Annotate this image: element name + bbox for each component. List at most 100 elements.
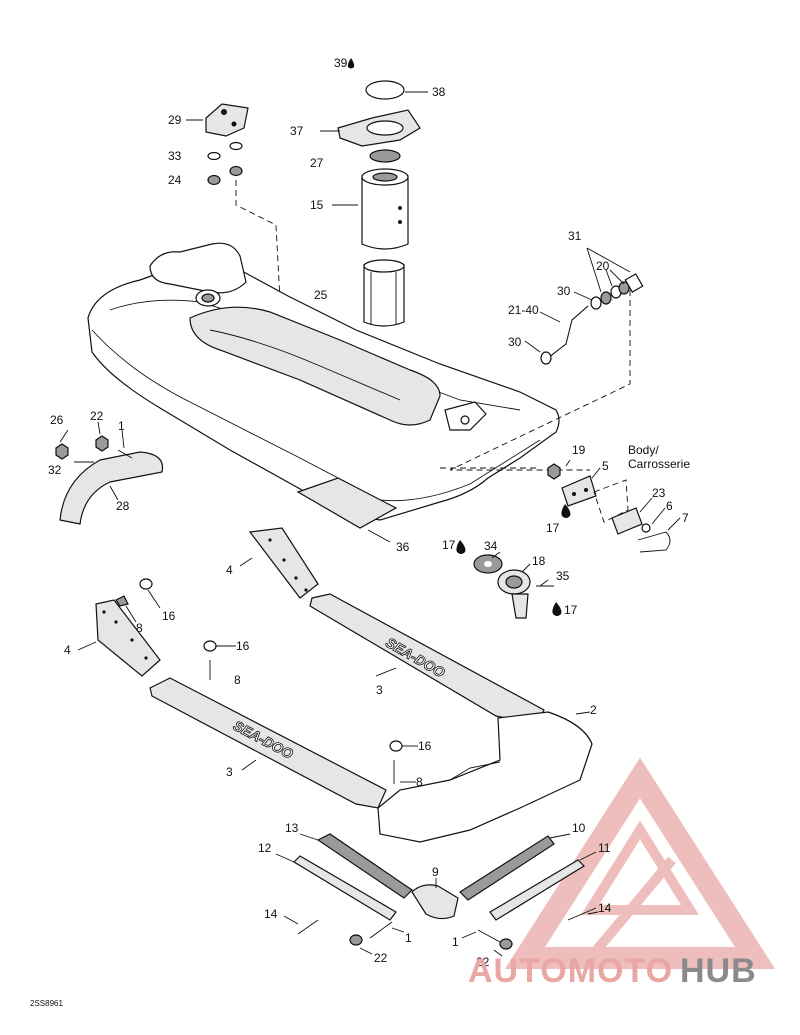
label-2: 2 (590, 703, 597, 717)
label-1-mid: 1 (405, 931, 412, 945)
part-labels: 39 38 37 27 15 25 29 33 24 31 20 30 21-4… (48, 56, 690, 969)
label-24: 24 (168, 173, 182, 187)
part-33-washer (207, 151, 221, 161)
label-15: 15 (310, 198, 324, 212)
fuel-tank-group (320, 80, 428, 327)
label-37: 37 (290, 124, 304, 138)
label-17-low: 17 (564, 603, 578, 617)
part-22-cap (95, 435, 109, 452)
part-36-plate (296, 477, 398, 529)
label-8-a: 8 (136, 621, 143, 635)
watermark-logo (504, 757, 776, 969)
label-10: 10 (572, 821, 586, 835)
part-21-40-hose (547, 305, 589, 359)
label-38: 38 (432, 85, 446, 99)
label-31: 31 (568, 229, 582, 243)
plugs-rivets-group (115, 578, 418, 784)
part-19-nut (547, 463, 561, 480)
label-7: 7 (682, 511, 689, 525)
watermark-text-1: AUTOMOTO (468, 952, 673, 990)
body-note-line1: Body/ (628, 443, 659, 457)
label-36: 36 (396, 540, 410, 554)
label-23: 23 (652, 486, 666, 500)
label-8-c: 8 (416, 775, 423, 789)
part-23-plate (611, 507, 643, 535)
part-16-plug-a (139, 578, 153, 590)
part-30-clamp-b (590, 296, 602, 310)
drain-plug-group (456, 540, 562, 619)
label-28: 28 (116, 499, 130, 513)
label-13: 13 (285, 821, 299, 835)
part-16-plug-c (389, 740, 403, 752)
part-1-screw-a (369, 921, 393, 939)
label-6: 6 (666, 499, 673, 513)
label-33: 33 (168, 149, 182, 163)
part-25-sleeve (363, 264, 405, 327)
part-14-rivet-b (567, 907, 597, 921)
part-8-rivet-a (115, 595, 129, 607)
label-34: 34 (484, 539, 498, 553)
part-14-rivet-a (297, 919, 319, 935)
bracket-29-group (186, 103, 281, 301)
label-4-lower: 4 (64, 643, 71, 657)
part-26-nut (55, 443, 69, 460)
drawing-code: 2SS8961 (30, 999, 63, 1008)
part-1-screw-b (477, 929, 501, 943)
part-22-cap-a (349, 934, 363, 946)
label-25: 25 (314, 288, 328, 302)
label-30-upper: 30 (557, 284, 571, 298)
label-14-right: 14 (598, 901, 612, 915)
label-5: 5 (602, 459, 609, 473)
label-22-right: 22 (476, 955, 490, 969)
label-16-c: 16 (418, 739, 432, 753)
part-9-bracket (411, 884, 459, 920)
label-17-mid: 17 (442, 538, 456, 552)
label-3-upper: 3 (376, 683, 383, 697)
part-10-strip (459, 835, 555, 901)
part-7-ubolt (637, 531, 671, 553)
part-38-ring (365, 80, 405, 100)
mats-group: SEA-DOO SEA-DOO (149, 593, 593, 843)
label-22-mid: 22 (374, 951, 388, 965)
label-8-b: 8 (234, 673, 241, 687)
rub-rail-28-group (55, 421, 164, 525)
part-24-nut (207, 174, 221, 186)
part-29-bracket (205, 103, 249, 137)
part-2-bottom (377, 711, 593, 843)
label-9: 9 (432, 865, 439, 879)
part-28-rail (59, 451, 164, 525)
part-27-nut (369, 149, 401, 163)
label-14-left: 14 (264, 907, 278, 921)
label-39: 39 (334, 56, 348, 70)
label-29: 29 (168, 113, 182, 127)
label-22-left: 22 (90, 409, 104, 423)
label-32: 32 (48, 463, 62, 477)
label-1-left: 1 (118, 419, 125, 433)
part-4-pad-lower (95, 599, 161, 677)
label-16-b: 16 (236, 639, 250, 653)
label-16-a: 16 (162, 609, 176, 623)
part-6-washer (641, 523, 651, 533)
label-35: 35 (556, 569, 570, 583)
label-18: 18 (532, 554, 546, 568)
part-1-screw (117, 449, 133, 459)
label-4-upper: 4 (226, 563, 233, 577)
lower-rear-group (275, 833, 599, 957)
label-30-lower: 30 (508, 335, 522, 349)
label-27: 27 (310, 156, 324, 170)
watermark-text-2: HUB (680, 952, 757, 990)
part-5-plate (561, 475, 597, 507)
part-3-mat-lower (149, 677, 387, 809)
label-19: 19 (572, 443, 586, 457)
label-1-right: 1 (452, 935, 459, 949)
fuel-line-group (524, 247, 644, 365)
label-11: 11 (598, 841, 611, 855)
body-note-line2: Carrosserie (628, 457, 690, 471)
part-22-cap-b (499, 938, 513, 950)
label-20: 20 (596, 259, 610, 273)
part-13-strip (316, 833, 413, 899)
part-11-strip (489, 859, 585, 921)
label-3-lower: 3 (226, 765, 233, 779)
label-21-40: 21-40 (508, 303, 539, 317)
